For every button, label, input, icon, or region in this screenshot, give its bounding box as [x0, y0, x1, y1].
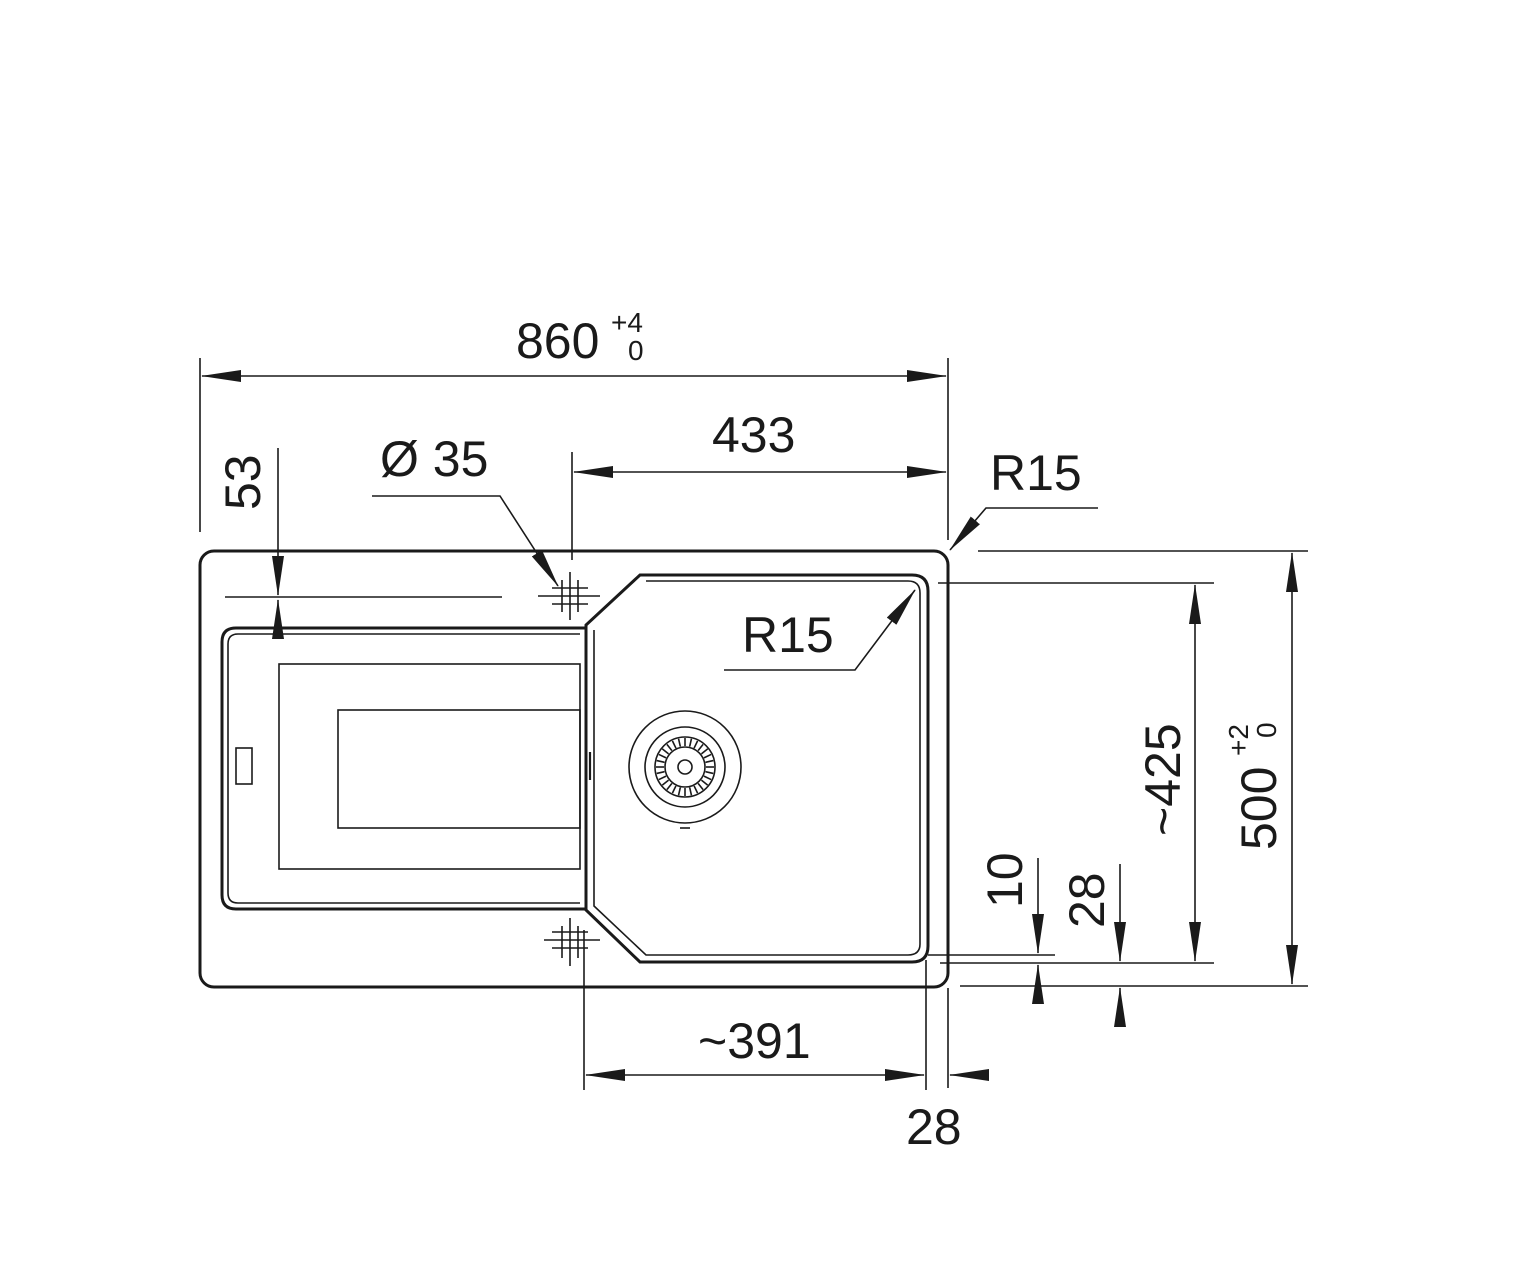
strainer-spoke	[703, 775, 712, 781]
dim-label-10: 10	[977, 852, 1033, 908]
strainer-spoke	[703, 753, 712, 759]
dim-label-28-vertical: 28	[1059, 872, 1115, 928]
strainer-spoke	[658, 775, 667, 781]
strainer-spoke	[705, 759, 714, 764]
strainer-spoke	[700, 748, 709, 755]
tap-hole-top-icon	[538, 572, 600, 620]
leader-r15-bowl	[724, 589, 916, 671]
dimension-lines	[201, 370, 1298, 1081]
strainer-spoke	[688, 787, 693, 796]
drainer-step-1	[278, 663, 581, 870]
strainer-waste-icon	[628, 710, 742, 829]
strainer-spoke	[661, 748, 670, 755]
strainer-spoke	[671, 740, 677, 749]
strainer-spoke	[656, 770, 665, 775]
dim-label-433: 433	[712, 407, 795, 463]
strainer-spoke	[697, 743, 704, 752]
strainer-spoke	[671, 785, 677, 794]
strainer-spoke	[693, 785, 699, 794]
dim-label-500: 500	[1231, 767, 1287, 850]
strainer-spoke	[658, 753, 667, 759]
drainer-step-2	[337, 709, 581, 829]
strainer-spoke	[693, 740, 699, 749]
dim-label-r15-outer: R15	[990, 445, 1082, 501]
dim-label-860: 860	[516, 313, 599, 369]
dim-tol-860-upper: +4	[611, 307, 643, 338]
sink-outline	[198, 549, 950, 989]
dim-tol-500-lower: 0	[1251, 722, 1282, 738]
strainer-spoke	[697, 782, 704, 791]
leader-tap-hole	[372, 495, 559, 587]
drainer-inner-edge	[227, 633, 580, 904]
drainer-outline	[220, 626, 586, 911]
strainer-spoke	[677, 738, 682, 747]
strainer-spoke	[666, 743, 673, 752]
strainer-spoke	[656, 759, 665, 764]
dim-label-tap-hole: Ø 35	[380, 431, 488, 487]
dim-label-28-horizontal: 28	[906, 1099, 962, 1155]
tap-hole-bottom-icon	[544, 918, 600, 966]
bowl-outline	[584, 573, 930, 964]
bowl-inner-edge	[593, 580, 921, 956]
dim-tol-500-upper: +2	[1223, 724, 1254, 756]
strainer-spoke	[700, 779, 709, 786]
strainer-spoke	[677, 787, 682, 796]
dim-label-r15-bowl: R15	[742, 607, 834, 663]
strainer-spoke	[666, 782, 673, 791]
overflow-slot-icon	[235, 747, 253, 785]
strainer-spoke	[705, 770, 714, 775]
dim-label-391: ~391	[698, 1013, 811, 1069]
dim-tol-860-lower: 0	[628, 335, 644, 366]
leader-r15-outer	[949, 507, 1098, 551]
strainer-spoke	[688, 738, 693, 747]
extension-lines	[199, 358, 1308, 1090]
dim-label-53: 53	[215, 454, 271, 510]
dim-label-425: ~425	[1135, 723, 1191, 836]
strainer-spoke	[661, 779, 670, 786]
